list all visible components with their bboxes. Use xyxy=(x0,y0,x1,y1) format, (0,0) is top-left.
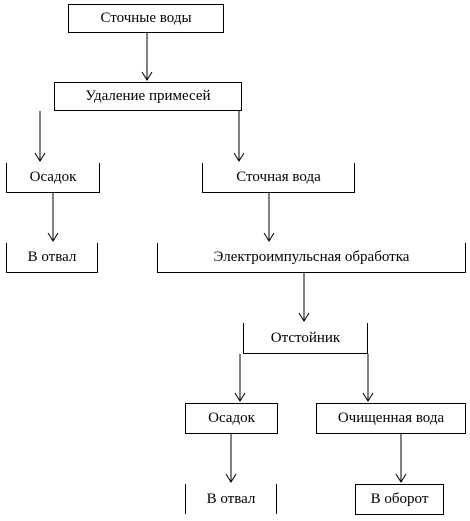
node-wastewater-2: Сточная вода xyxy=(202,163,355,193)
node-to-circulation-label: В оборот xyxy=(370,491,429,507)
node-sediment-2: Осадок xyxy=(185,403,278,434)
node-wastewater: Сточные воды xyxy=(68,4,224,33)
node-settler-label: Отстойник xyxy=(270,329,341,346)
node-electropulse: Электроимпульсная обработка xyxy=(157,243,466,273)
node-settler: Отстойник xyxy=(243,323,368,354)
node-to-dump-2: В отвал xyxy=(185,484,277,514)
node-impurity-removal-label: Удаление примесей xyxy=(85,88,211,104)
node-purified-water: Очищенная вода xyxy=(316,403,466,434)
node-sediment-1-label: Осадок xyxy=(29,169,77,185)
node-purified-water-label: Очищенная вода xyxy=(337,410,445,426)
node-impurity-removal: Удаление примесей xyxy=(54,82,242,111)
node-sediment-1: Осадок xyxy=(6,163,100,193)
node-to-circulation: В оборот xyxy=(355,484,444,515)
node-sediment-2-label: Осадок xyxy=(208,410,255,426)
node-to-dump-1: В отвал xyxy=(6,243,98,273)
node-to-dump-1-label: В отвал xyxy=(27,249,77,265)
node-to-dump-2-label: В отвал xyxy=(206,490,256,507)
node-electropulse-label: Электроимпульсная обработка xyxy=(213,249,410,265)
node-wastewater-2-label: Сточная вода xyxy=(236,169,321,185)
node-wastewater-label: Сточные воды xyxy=(100,10,192,26)
